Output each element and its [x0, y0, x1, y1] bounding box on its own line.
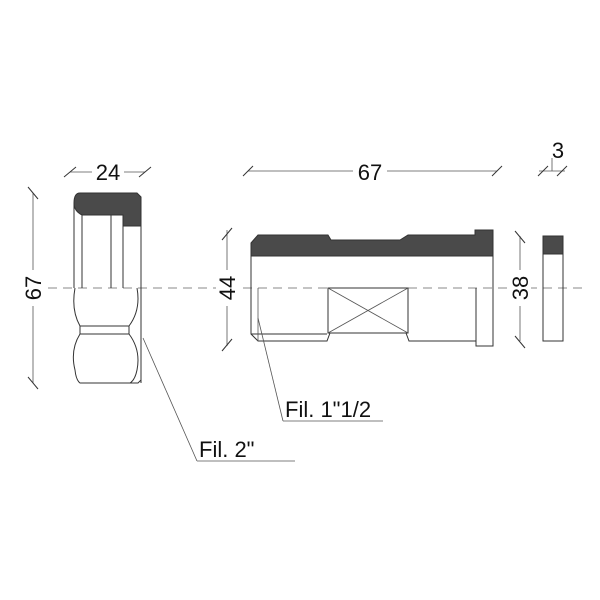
pipe-section-hatch [250, 229, 494, 257]
dim-nut-width: 24 [96, 160, 120, 185]
pipe-part [250, 229, 494, 347]
washer-thickness-dimension: 3 [537, 138, 568, 177]
nut-part [72, 192, 142, 384]
nut-height-dimension: 67 [21, 186, 46, 390]
pipe-length-dimension: 67 [242, 160, 503, 185]
dim-pipe-length: 67 [358, 160, 382, 185]
dim-washer-thickness: 3 [552, 138, 564, 163]
pipe-diameter-dimension: 44 [215, 227, 240, 352]
nut-width-dimension: 24 [63, 160, 152, 185]
washer-section-hatch [542, 235, 564, 255]
nut-section-hatch [73, 192, 142, 227]
dim-washer-diameter: 38 [508, 276, 533, 300]
pipe-thread-callout: Fil. 1"1/2 [257, 317, 383, 422]
washer-diameter-dimension: 38 [508, 230, 533, 349]
dim-nut-height: 67 [21, 276, 46, 300]
label-nut-thread: Fil. 2" [199, 437, 254, 462]
label-pipe-thread: Fil. 1"1/2 [285, 397, 371, 422]
nut-thread-callout: Fil. 2" [142, 337, 295, 462]
washer-part [542, 235, 564, 342]
dim-pipe-diameter: 44 [215, 276, 240, 300]
